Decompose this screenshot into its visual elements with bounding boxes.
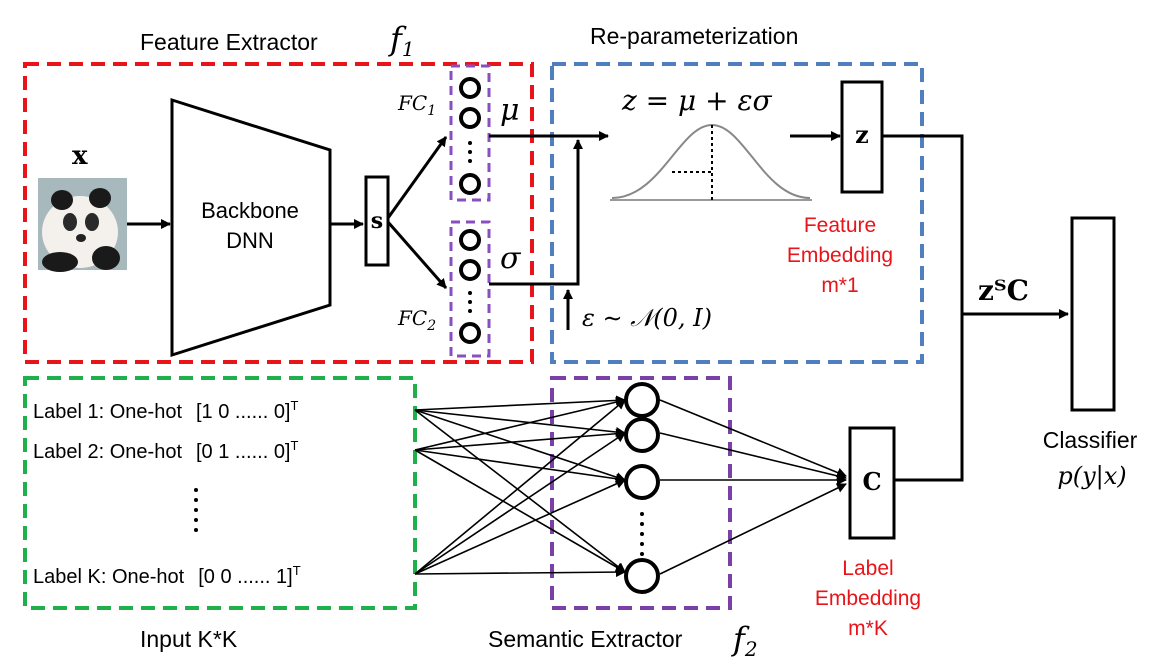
label-row-2: Label 2: One-hot[0 1 ...... 0]T xyxy=(33,438,299,463)
semantic-extractor-title: Semantic Extractor xyxy=(488,626,683,652)
feature-extractor-symbol: f1 xyxy=(388,20,415,61)
svg-text:Label 1: One-hot[1 0 ...... 0]: Label 1: One-hot[1 0 ...... 0]T xyxy=(33,398,299,423)
svg-text:Label K: One-hot[0 0 ...... 1]: Label K: One-hot[0 0 ...... 1]T xyxy=(33,563,301,588)
s-label: s xyxy=(371,208,383,234)
reparam-equation: z = μ + εσ xyxy=(621,84,772,117)
semantic-extractor-symbol: f2 xyxy=(731,620,758,661)
backbone-label: Backbone xyxy=(201,198,299,223)
ztc-label: zᵀC xyxy=(978,274,1029,307)
feature-extractor-box xyxy=(23,62,534,364)
c-label: C xyxy=(862,467,881,496)
semantic-nodes xyxy=(624,382,660,594)
input-x-label: x xyxy=(72,141,88,171)
semantic-extractor-box xyxy=(550,376,732,610)
feature-extractor-title: Feature Extractor xyxy=(140,29,318,55)
reparam-box xyxy=(550,62,924,364)
label-row-k: Label K: One-hot[0 0 ...... 1]T xyxy=(33,563,301,588)
classifier-label: Classifier xyxy=(1043,427,1138,453)
s-node xyxy=(364,175,390,267)
label-embedding-1: Label xyxy=(842,557,893,580)
feature-embedding-2: Embedding xyxy=(787,244,893,267)
panda-image xyxy=(38,178,127,272)
label-ellipsis xyxy=(194,488,198,532)
c-node xyxy=(848,426,896,540)
mu-label: μ xyxy=(500,93,520,128)
input-box xyxy=(23,376,417,610)
feature-embedding-1: Feature xyxy=(804,214,876,237)
reparam-title: Re-parameterization xyxy=(590,23,798,49)
gaussian-plot xyxy=(610,123,812,201)
fc2-label: FC2 xyxy=(397,306,436,334)
svg-text:Label 2: One-hot[0 1 ...... 0]: Label 2: One-hot[0 1 ...... 0]T xyxy=(33,438,299,463)
classifier-box xyxy=(1070,216,1116,412)
backbone-dnn xyxy=(170,97,332,358)
input-title: Input K*K xyxy=(140,626,238,652)
fc1-box xyxy=(449,64,491,202)
epsilon-label: ε ∼ 𝒩(0, I) xyxy=(582,304,712,332)
z-node xyxy=(840,80,884,194)
label-row-1: Label 1: One-hot[1 0 ...... 0]T xyxy=(33,398,299,423)
label-embedding-3: m*K xyxy=(848,617,888,640)
fc1-label: FC1 xyxy=(397,91,436,119)
feature-embedding-3: m*1 xyxy=(821,274,858,297)
backbone-label-2: DNN xyxy=(226,228,274,253)
semantic-connections xyxy=(414,395,847,578)
fc2-box xyxy=(449,220,491,358)
prob-label: p(y|x) xyxy=(1057,462,1126,491)
sigma-label: σ xyxy=(500,241,522,276)
label-embedding-2: Embedding xyxy=(815,587,921,610)
z-label: z xyxy=(855,120,869,149)
